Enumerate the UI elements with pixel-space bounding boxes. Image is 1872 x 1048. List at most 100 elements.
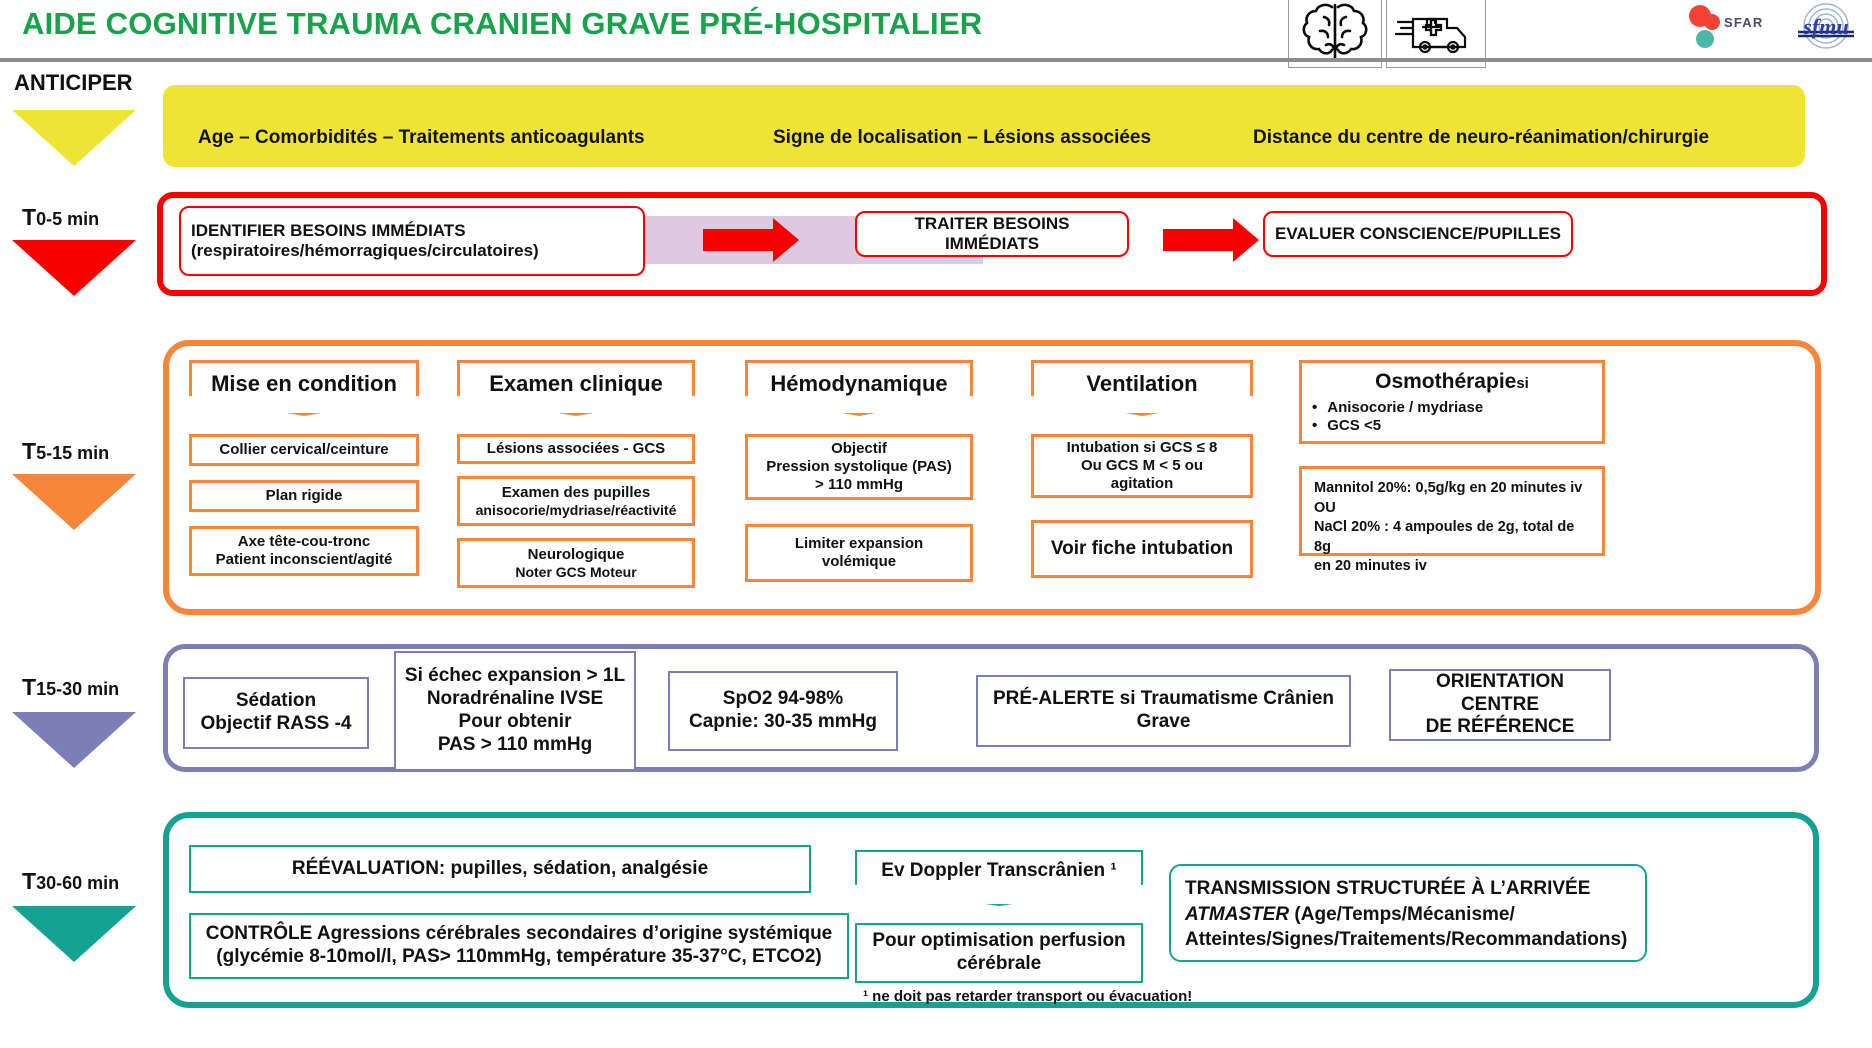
item-line-2: volémique (821, 553, 897, 570)
doppler-transcranien-box[interactable]: Ev Doppler Transcrânien ¹ (855, 850, 1143, 906)
anticiper-item-1: Signe de localisation – Lésions associée… (773, 127, 1152, 148)
perfusion-line-2: cérébrale (956, 953, 1042, 974)
column-header-hemodynamique: Hémodynamique (745, 360, 973, 416)
treat-needs-box[interactable]: TRAITER BESOINS IMMÉDIATS (855, 211, 1129, 257)
bullet-icon: • (1312, 398, 1318, 416)
t30-60-container: RÉÉVALUATION: pupilles, sédation, analgé… (163, 812, 1819, 1008)
evaluate-consciousness-box[interactable]: EVALUER CONSCIENCE/PUPILLES (1263, 211, 1573, 257)
sfmu-logo: sfmu (1790, 2, 1862, 52)
item-limiter-expansion[interactable]: Limiter expansion volémique (745, 524, 973, 582)
anticiper-item-0: Age – Comorbidités – Traitements anticoa… (198, 127, 645, 148)
bullet-icon: • (1312, 416, 1318, 434)
nora-line-4: PAS > 110 mmHg (437, 733, 593, 755)
transmission-title: TRANSMISSION STRUCTURÉE À L’ARRIVÉE (1185, 878, 1591, 899)
column-header-ventilation: Ventilation (1031, 360, 1253, 416)
osmotherapie-bullet-1: • GCS <5 (1312, 417, 1381, 435)
pre-alerte-box[interactable]: PRÉ-ALERTE si Traumatisme Crânien Grave (976, 675, 1351, 747)
nora-line-1: Si échec expansion > 1L (404, 665, 626, 687)
reevaluation-box[interactable]: RÉÉVALUATION: pupilles, sédation, analgé… (189, 845, 811, 893)
column-hemodynamique: Hémodynamique Objectif Pression systoliq… (745, 360, 973, 582)
pre-alerte-label: PRÉ-ALERTE si Traumatisme Crânien Grave (992, 688, 1335, 732)
section-t0-5: T0-5 min IDENTIFIER BESOINS IMMÉDIATS (r… (0, 186, 1872, 322)
identify-needs-line2: (respiratoires/hémorragiques/circulatoir… (191, 241, 539, 260)
bullet-label: GCS <5 (1327, 416, 1382, 434)
t15-30-triangle (12, 712, 136, 768)
identify-needs-box[interactable]: IDENTIFIER BESOINS IMMÉDIATS (respiratoi… (179, 206, 645, 276)
noradrenaline-box[interactable]: Si échec expansion > 1L Noradrénaline IV… (394, 651, 636, 771)
dosing-line-1: OU (1314, 499, 1336, 516)
t0-5-prefix: T (22, 204, 37, 230)
item-lesions-associees[interactable]: Lésions associées - GCS (457, 434, 695, 464)
svg-text:sfmu: sfmu (1802, 14, 1848, 39)
header-divider (0, 58, 1872, 62)
nora-line-2: Noradrénaline IVSE (426, 688, 604, 710)
item-line-2: Ou GCS M < 5 ou (1080, 457, 1204, 474)
t0-5-triangle (12, 240, 136, 296)
osmotherapie-bullet-0: • Anisocorie / mydriase (1312, 399, 1483, 417)
column-header-examen-clinique: Examen clinique (457, 360, 695, 416)
t0-5-value: 0-5 min (36, 209, 100, 229)
spo2-capnie-box[interactable]: SpO2 94-98% Capnie: 30-35 mmHg (668, 671, 898, 751)
ambulance-icon (1386, 0, 1486, 68)
doppler-footnote: ¹ ne doit pas retarder transport ou évac… (863, 988, 1193, 1005)
controle-line-2: (glycémie 8-10mol/l, PAS> 110mmHg, tempé… (216, 946, 822, 967)
column-header-mise-en-condition: Mise en condition (189, 360, 419, 416)
osmotherapie-indications-box[interactable]: Osmothérapiesi • Anisocorie / mydriase •… (1299, 360, 1605, 444)
item-voir-fiche-intubation[interactable]: Voir fiche intubation (1031, 520, 1253, 578)
t30-60-prefix: T (22, 868, 37, 894)
column-examen-clinique: Examen clinique Lésions associées - GCS … (457, 360, 695, 588)
orientation-centre-box[interactable]: ORIENTATION CENTRE DE RÉFÉRENCE (1389, 669, 1611, 741)
spo2-line-1: SpO2 94-98% (722, 688, 844, 710)
item-label: Collier cervical/ceinture (219, 441, 389, 458)
sfar-logo: SFAR (1678, 2, 1770, 52)
arrow-right-1-icon (703, 218, 813, 262)
arrow-right-2-icon (1163, 218, 1273, 262)
osmotherapie-title: Osmothérapie (1375, 370, 1517, 394)
sedation-line-1: Sédation (235, 690, 317, 712)
item-collier-cervical[interactable]: Collier cervical/ceinture (189, 434, 419, 466)
t15-30-prefix: T (22, 674, 37, 700)
section-t5-15: T5-15 min Mise en condition Collier cerv… (0, 330, 1872, 630)
item-plan-rigide[interactable]: Plan rigide (189, 480, 419, 512)
optimisation-perfusion-box[interactable]: Pour optimisation perfusion cérébrale (855, 923, 1143, 983)
svg-text:SFAR: SFAR (1724, 15, 1763, 30)
item-line-1: Limiter expansion (794, 535, 924, 552)
item-line-2: Pression systolique (PAS) (766, 458, 952, 475)
transmission-acronym: ATMASTER (1185, 903, 1290, 925)
column-header-label: Ventilation (1086, 371, 1198, 396)
sedation-box[interactable]: Sédation Objectif RASS -4 (183, 677, 369, 749)
t5-15-triangle (12, 474, 136, 530)
t5-15-value: 5-15 min (36, 443, 110, 463)
orientation-line-1: ORIENTATION CENTRE (1435, 670, 1565, 715)
transmission-expansion-1: (Age/Temps/Mécanisme/ (1289, 903, 1515, 925)
bullet-label: Anisocorie / mydriase (1327, 398, 1484, 416)
controle-agressions-box[interactable]: CONTRÔLE Agressions cérébrales secondair… (189, 913, 849, 979)
dosing-line-0: Mannitol 20%: 0,5g/kg en 20 minutes iv (1314, 480, 1583, 496)
item-line-1: Intubation si GCS ≤ 8 (1066, 439, 1218, 456)
column-header-label: Examen clinique (489, 371, 663, 396)
item-axe-tete-cou-tronc[interactable]: Axe tête-cou-tronc Patient inconscient/a… (189, 526, 419, 576)
osmotherapie-dosing-box[interactable]: Mannitol 20%: 0,5g/kg en 20 minutes iv O… (1299, 466, 1605, 574)
nora-line-3: Pour obtenir (458, 711, 572, 732)
item-neurologique[interactable]: Neurologique Noter GCS Moteur (457, 538, 695, 588)
t0-5-container: IDENTIFIER BESOINS IMMÉDIATS (respiratoi… (157, 192, 1827, 296)
item-intubation-criteria[interactable]: Intubation si GCS ≤ 8 Ou GCS M < 5 ou ag… (1031, 434, 1253, 498)
t30-60-time-label: T30-60 min (22, 868, 119, 895)
osmotherapie-title-suffix: si (1516, 375, 1529, 393)
item-line-1: Neurologique (527, 545, 625, 563)
item-line-2: Patient inconscient/agité (215, 551, 393, 568)
identify-needs-line1: IDENTIFIER BESOINS IMMÉDIATS (191, 220, 466, 240)
t5-15-container: Mise en condition Collier cervical/ceint… (163, 340, 1821, 615)
dosing-line-3: en 20 minutes iv (1314, 558, 1427, 575)
item-line-1: Axe tête-cou-tronc (237, 533, 371, 550)
spo2-line-2: Capnie: 30-35 mmHg (689, 711, 877, 732)
item-line-1: Objectif (831, 440, 887, 457)
section-t30-60: T30-60 min RÉÉVALUATION: pupilles, sédat… (0, 806, 1872, 1036)
transmission-box[interactable]: TRANSMISSION STRUCTURÉE À L’ARRIVÉE ATMA… (1169, 864, 1647, 962)
item-examen-pupilles[interactable]: Examen des pupilles anisocorie/mydriase/… (457, 476, 695, 526)
orientation-line-2: DE RÉFÉRENCE (1425, 716, 1575, 738)
item-objectif-pas[interactable]: Objectif Pression systolique (PAS) > 110… (745, 434, 973, 500)
reevaluation-label: RÉÉVALUATION: pupilles, sédation, analgé… (291, 857, 709, 879)
item-label: Voir fiche intubation (1050, 537, 1234, 559)
column-header-label: Mise en condition (211, 371, 397, 396)
